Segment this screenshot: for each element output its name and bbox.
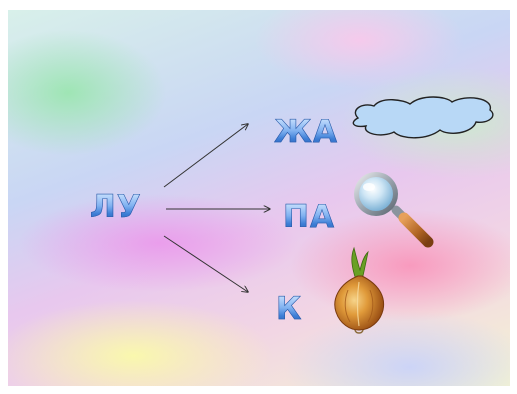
magnifier-icon bbox=[354, 172, 434, 248]
arrow-to-k bbox=[163, 235, 248, 292]
syllable-pa: ПА bbox=[283, 199, 335, 235]
arrows bbox=[163, 10, 510, 386]
puddle-icon bbox=[352, 96, 494, 139]
slide: ЛУ ЖА ПА К bbox=[8, 10, 510, 386]
syllable-k: К bbox=[276, 291, 303, 327]
source-syllable: ЛУ bbox=[90, 189, 142, 225]
syllable-zha: ЖА bbox=[274, 114, 338, 150]
arrow-to-zha bbox=[163, 124, 248, 188]
onion-icon bbox=[334, 246, 385, 334]
